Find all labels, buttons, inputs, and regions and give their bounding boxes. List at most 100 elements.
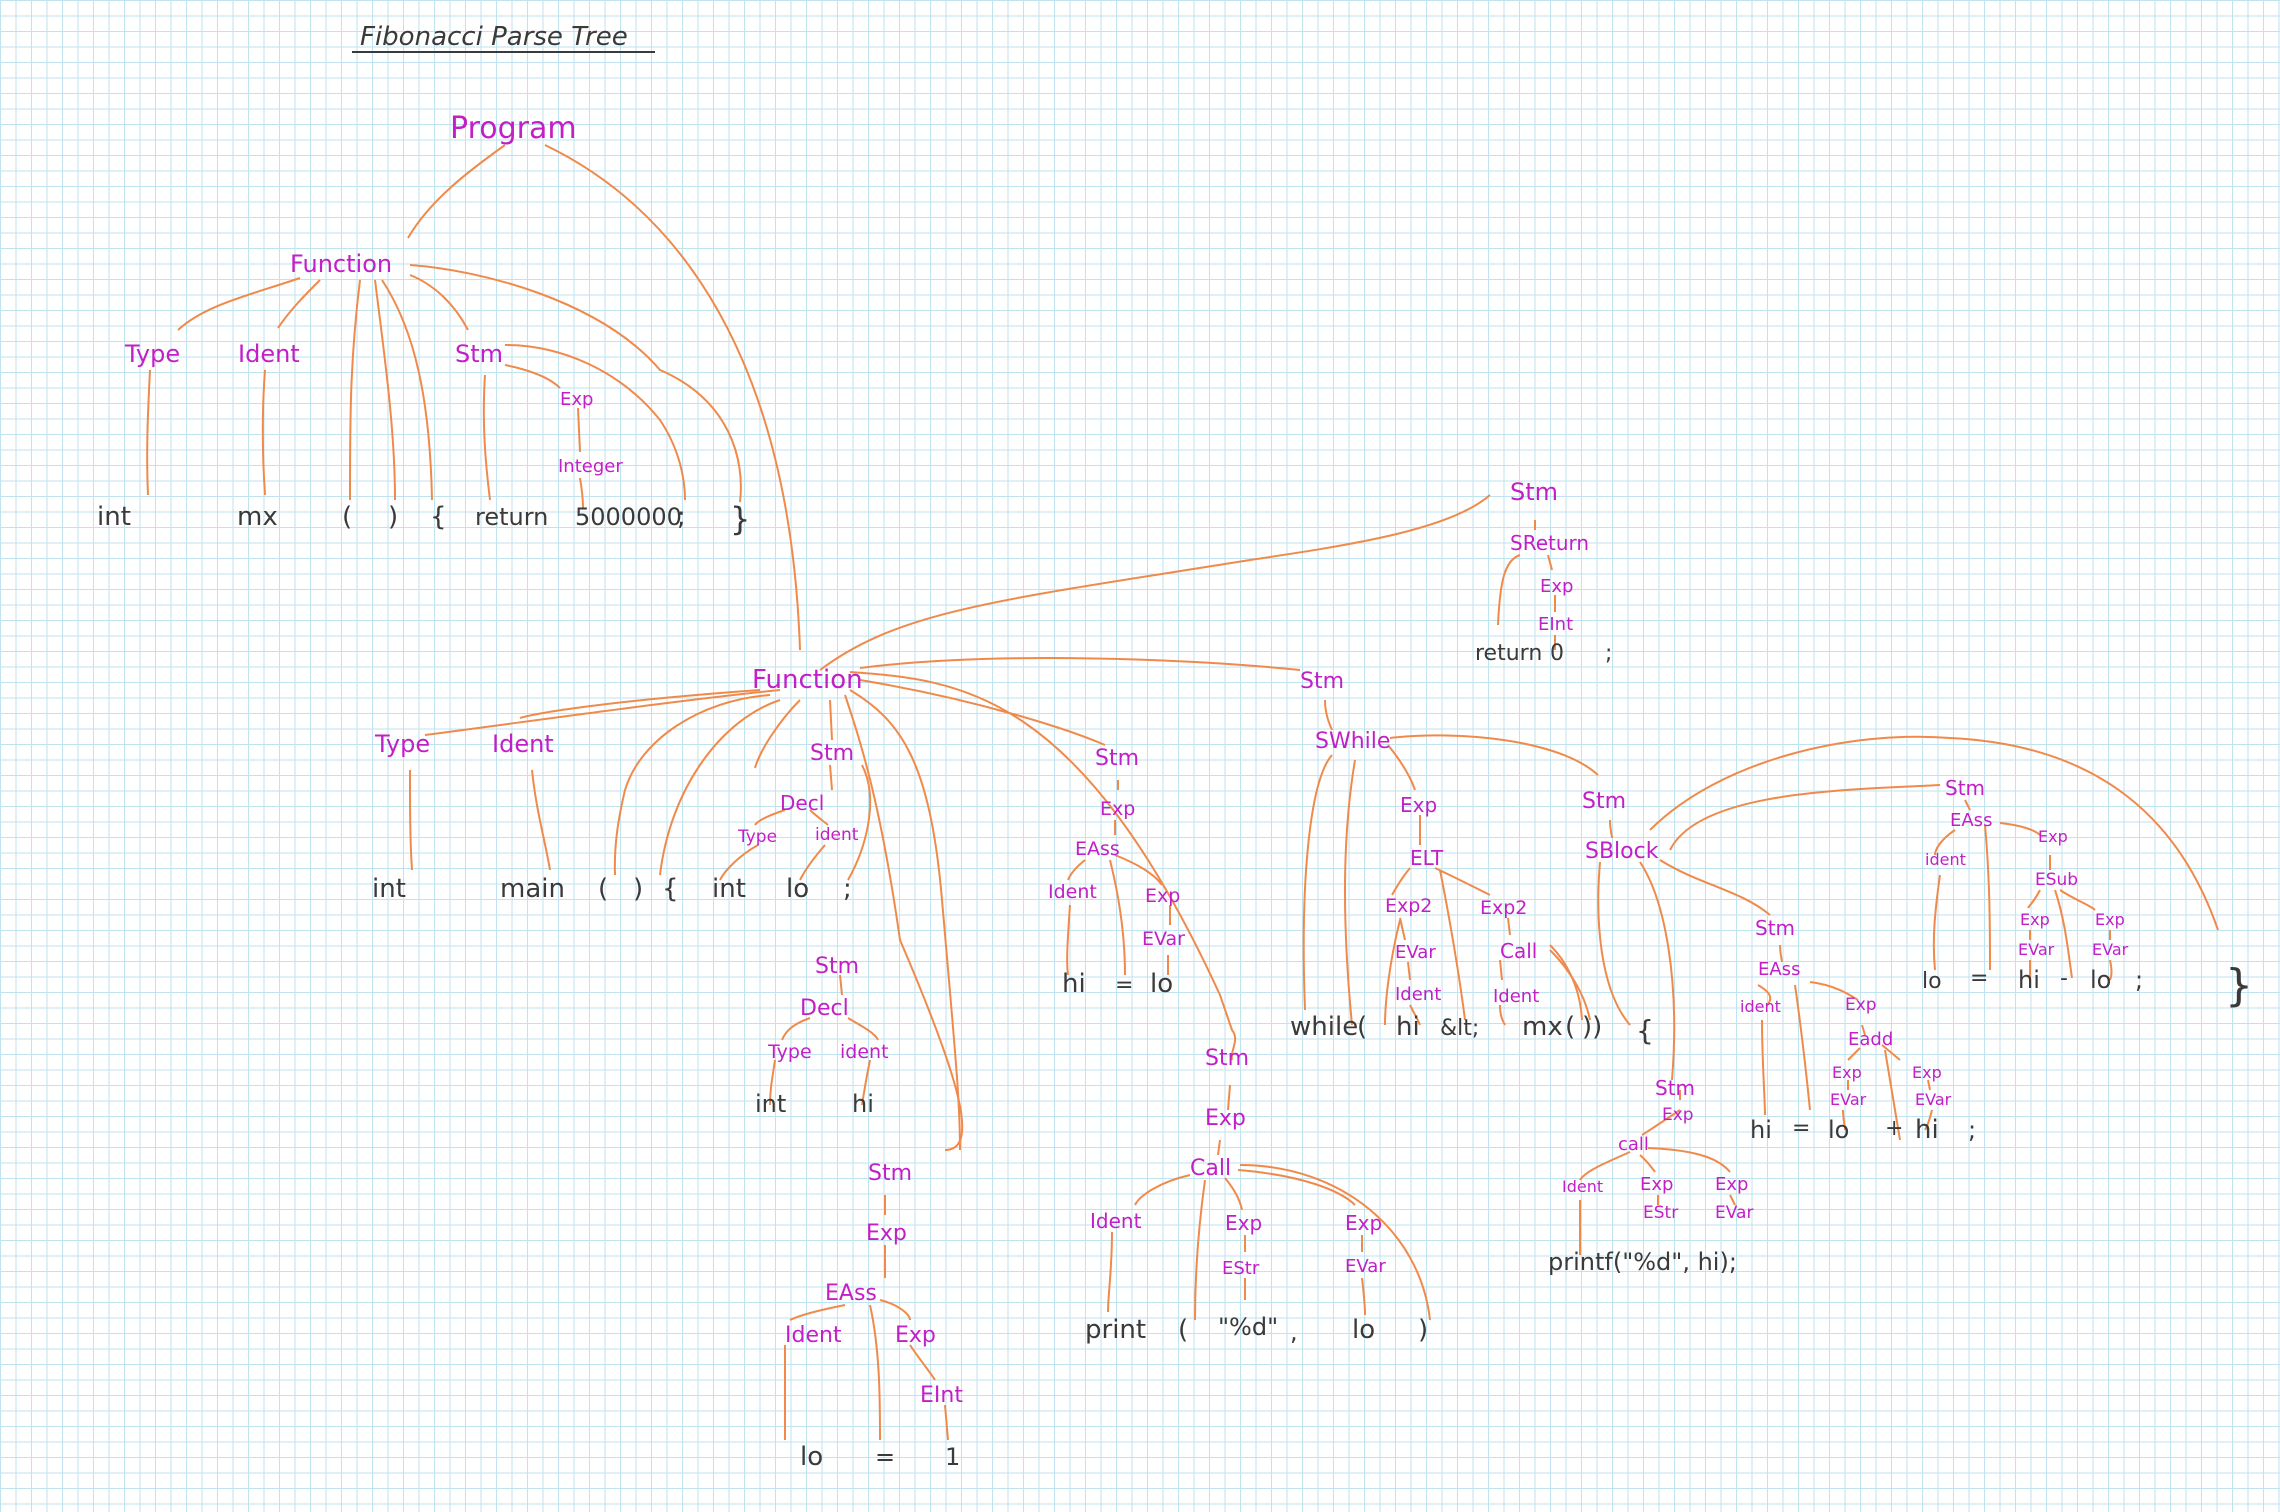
leaf-return-2: return <box>1475 641 1542 666</box>
node-stm-add: Stm <box>1755 916 1795 940</box>
node-stm-assign-hi: Stm <box>1095 746 1139 771</box>
node-estr-print: EStr <box>1222 1258 1260 1279</box>
leaf-rparen-print: ) <box>1418 1315 1428 1345</box>
node-eint-lo: EInt <box>920 1383 963 1408</box>
node-exp-sub-right: Exp <box>2095 910 2125 929</box>
leaf-lo-add: lo <box>1828 1116 1849 1144</box>
leaf-print: print <box>1085 1315 1146 1345</box>
leaf-hi-cond: hi <box>1396 1012 1420 1042</box>
node-estr-printf: EStr <box>1643 1203 1678 1223</box>
node-evar-sub-left: EVar <box>2018 940 2055 959</box>
leaf-comma-print: , <box>1290 1318 1298 1346</box>
node-ident-printf: Ident <box>1562 1177 1603 1196</box>
leaf-int-1: int <box>97 502 131 532</box>
node-decl-lo: Decl <box>780 791 824 815</box>
leaf-int-decl-lo: int <box>712 874 746 904</box>
leaf-zero: 0 <box>1550 641 1564 666</box>
node-exp-assign-lo: Exp <box>866 1221 907 1246</box>
node-call-printf: call <box>1618 1134 1649 1155</box>
leaf-lparen-print: ( <box>1178 1315 1188 1345</box>
node-ident-assign-lo: Ident <box>785 1323 842 1348</box>
tree-edges <box>146 144 2219 1441</box>
node-evar-print: EVar <box>1345 1256 1386 1277</box>
leaf-semicolon-add: ; <box>1968 1116 1976 1144</box>
leaf-semicolon-return: ; <box>1605 641 1612 666</box>
node-eadd: Eadd <box>1848 1029 1893 1050</box>
node-stm-decl-lo: Stm <box>810 741 854 766</box>
leaf-eq-add: = <box>1792 1116 1810 1141</box>
node-evar-lo: EVar <box>1142 928 1185 950</box>
node-call-mx: Call <box>1500 939 1537 963</box>
node-esub: ESub <box>2035 870 2078 890</box>
node-exp-add-left: Exp <box>1832 1063 1862 1082</box>
leaf-mx-cond: mx <box>1522 1012 1563 1042</box>
leaf-hi-decl: hi <box>852 1090 874 1118</box>
leaf-one: 1 <box>945 1443 960 1471</box>
leaf-lt: &lt; <box>1440 1016 1479 1041</box>
node-elt: ELT <box>1410 846 1444 870</box>
node-ident-mx: Ident <box>1493 986 1539 1007</box>
node-exp-var-lo: Exp <box>1145 885 1180 907</box>
leaf-hi-add-right: hi <box>1915 1115 1939 1145</box>
node-stm-assign-lo: Stm <box>868 1161 912 1186</box>
leaf-lparen-2: ( <box>598 874 608 904</box>
node-evar-sub-right: EVar <box>2092 940 2129 959</box>
node-stm-block: Stm <box>1582 789 1626 814</box>
leaf-rbrace-1: } <box>730 500 750 538</box>
leaf-rbrace-while: } <box>2225 960 2253 1011</box>
node-ident-decl-lo: ident <box>815 825 859 845</box>
node-ident-2: Ident <box>492 730 554 758</box>
node-program: Program <box>450 111 577 146</box>
node-stm-decl-hi: Stm <box>815 954 859 979</box>
node-exp-1: Exp <box>560 389 593 410</box>
node-evar-add-right: EVar <box>1915 1090 1952 1109</box>
leaf-lo-decl: lo <box>786 874 809 904</box>
leaf-rparens-cond: )) <box>1582 1012 1602 1042</box>
nonterminal-nodes: Program Function Type Ident Stm Exp Inte… <box>124 111 2129 1408</box>
node-ident-assign-hi: Ident <box>1048 881 1097 903</box>
node-evar-hi-cond: EVar <box>1395 942 1436 963</box>
leaf-eq-lo: = <box>875 1443 895 1471</box>
leaf-lo-assign: lo <box>800 1442 823 1472</box>
node-eint-return: EInt <box>1538 614 1573 635</box>
node-type-decl-hi: Type <box>767 1041 812 1063</box>
leaf-while: while <box>1290 1012 1358 1042</box>
node-call-print: Call <box>1190 1156 1231 1181</box>
leaf-lbrace-while: { <box>1636 1014 1654 1047</box>
node-exp-str-print: Exp <box>1225 1211 1262 1235</box>
node-evar-add-left: EVar <box>1830 1090 1867 1109</box>
node-exp-int-lo: Exp <box>895 1323 936 1348</box>
leaf-rparen-2: ) <box>633 874 643 904</box>
leaf-int-2: int <box>372 874 406 904</box>
leaf-mx: mx <box>237 502 278 532</box>
node-exp-return: Exp <box>1540 576 1573 597</box>
node-eass-assign-lo: EAss <box>825 1281 877 1306</box>
leaf-semicolon-1: ; <box>677 502 686 532</box>
leaf-lo-print: lo <box>1352 1315 1375 1345</box>
node-ident-1: Ident <box>238 340 300 368</box>
leaf-plus: + <box>1885 1116 1903 1141</box>
leaf-rparen-1: ) <box>388 502 398 532</box>
node-ident-decl-hi: ident <box>840 1041 889 1063</box>
node-stm-1: Stm <box>455 340 503 368</box>
node-stm-printf: Stm <box>1655 1076 1695 1100</box>
leaf-lbrace-2: { <box>662 874 679 904</box>
leaf-lparen-1: ( <box>342 502 352 532</box>
leaf-lbrace-1: { <box>430 502 447 532</box>
leaf-lo-sub-right: lo <box>2090 966 2111 994</box>
node-eass-assign-hi: EAss <box>1075 838 1120 860</box>
leaf-fmt-print: "%d" <box>1218 1313 1278 1341</box>
node-exp-printf: Exp <box>1662 1105 1694 1125</box>
leaf-hi-sub: hi <box>2018 966 2040 994</box>
node-stm-sub: Stm <box>1945 776 1985 800</box>
leaf-lparen-while: ( <box>1357 1012 1367 1042</box>
node-exp-print: Exp <box>1205 1106 1246 1131</box>
node-exp-var-print: Exp <box>1345 1211 1382 1235</box>
node-exp-add: Exp <box>1845 995 1877 1015</box>
node-exp-cond: Exp <box>1400 793 1437 817</box>
leaf-semicolon-sub: ; <box>2135 966 2143 994</box>
node-function-1: Function <box>290 250 392 278</box>
leaf-lo-sub: lo <box>1922 969 1942 994</box>
node-type-decl-lo: Type <box>737 827 777 847</box>
leaf-eq-hi: = <box>1115 973 1133 998</box>
